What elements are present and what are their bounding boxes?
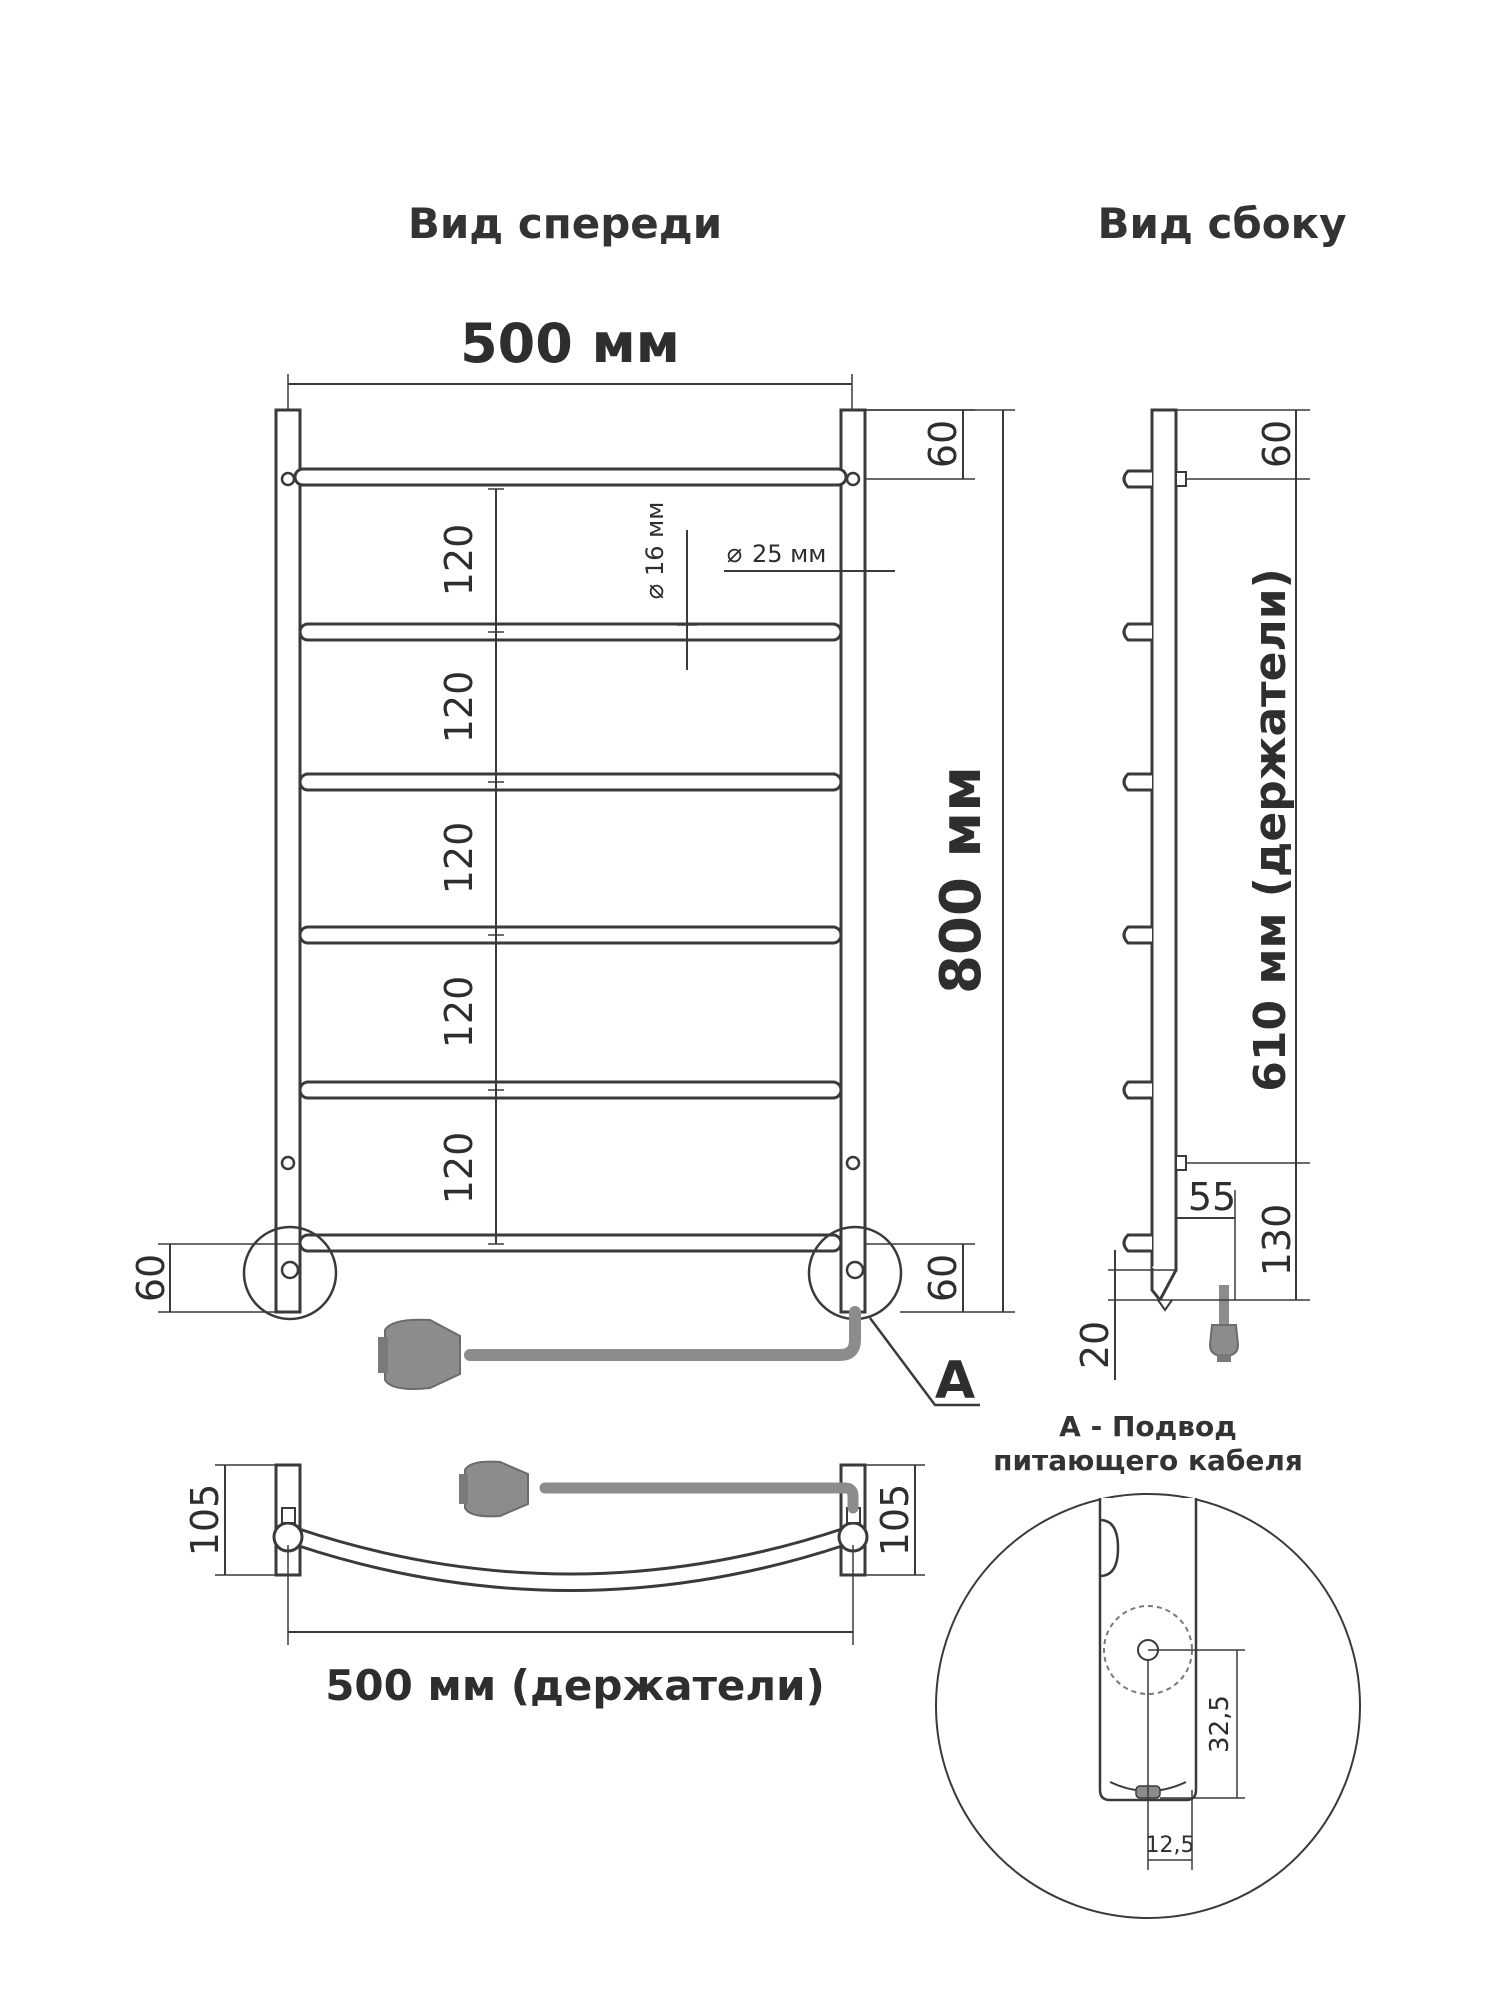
bracket-label: 55 [1188, 1175, 1236, 1219]
depth-right-label: 105 [873, 1484, 917, 1557]
crossbar [298, 772, 843, 792]
bottom-holder-left [242, 1225, 338, 1321]
bottom-offset-right-label: 60 [921, 1254, 965, 1302]
callout-letter: A [935, 1351, 975, 1411]
crossbar [293, 467, 848, 487]
crossbar [298, 1233, 843, 1253]
side-post [1150, 408, 1178, 1272]
crossbar [298, 622, 843, 642]
spacing-label: 120 [437, 822, 481, 895]
detail-title-line1: A - Подвод [1059, 1410, 1237, 1443]
spacing-label: 120 [437, 1132, 481, 1205]
power-cable [464, 1306, 861, 1361]
detail-horizontal-label: 12,5 [1146, 1833, 1195, 1858]
holders-width-label: 500 мм (держатели) [325, 1661, 825, 1710]
power-cable-top [539, 1482, 859, 1514]
spacing-label: 120 [437, 976, 481, 1049]
bar-diameter-label: 16 мм [641, 502, 669, 576]
side-top-offset-label: 60 [1255, 420, 1299, 468]
diameter-symbol-icon: ⌀ [726, 539, 742, 569]
plug-icon [1208, 1324, 1240, 1358]
crossbars [293, 467, 848, 1253]
screw-icon [845, 1155, 861, 1171]
callout-leader [868, 1317, 980, 1407]
curved-bar-top [295, 1526, 846, 1576]
front-height-label: 800 мм [929, 766, 994, 994]
detail-vertical-label: 32,5 [1205, 1695, 1235, 1753]
bottom-length-label: 130 [1255, 1204, 1299, 1277]
crossbar [298, 925, 843, 945]
screw-icon [280, 1155, 296, 1171]
power-cable-side [1219, 1285, 1229, 1325]
side-view-title: Вид сбоку [1098, 199, 1347, 248]
depth-left-label: 105 [183, 1484, 227, 1557]
front-view: 500 мм 1 [129, 312, 1015, 1411]
holders-height-label: 610 мм (держатели) [1245, 568, 1296, 1091]
diameter-symbol-icon: ⌀ [640, 584, 670, 600]
detail-circle [935, 1493, 1361, 1919]
side-view: 60 610 мм (держатели) 55 130 20 [1073, 408, 1310, 1380]
post-diameter-label: 25 мм [752, 540, 826, 568]
front-width-label: 500 мм [460, 312, 680, 375]
plug-icon [464, 1460, 529, 1518]
detail-title-line2: питающего кабеля [993, 1444, 1303, 1477]
front-view-title: Вид спереди [408, 199, 722, 248]
cable-offset-label: 20 [1073, 1321, 1117, 1369]
side-bar-stubs [1122, 469, 1152, 1253]
plug-icon [384, 1318, 461, 1390]
detail-a: A - Подвод питающего кабеля 32,5 12,5 [935, 1410, 1361, 1919]
spacing-label: 120 [437, 671, 481, 744]
screw-icon [280, 471, 296, 487]
spacing-label: 120 [437, 524, 481, 597]
bottom-offset-left-label: 60 [129, 1254, 173, 1302]
top-offset-label: 60 [921, 420, 965, 468]
right-post [839, 408, 867, 1314]
screw-icon [845, 471, 861, 487]
crossbar [298, 1080, 843, 1100]
top-view: 105 105 500 мм (держатели) [183, 1460, 925, 1710]
left-post [274, 408, 302, 1314]
